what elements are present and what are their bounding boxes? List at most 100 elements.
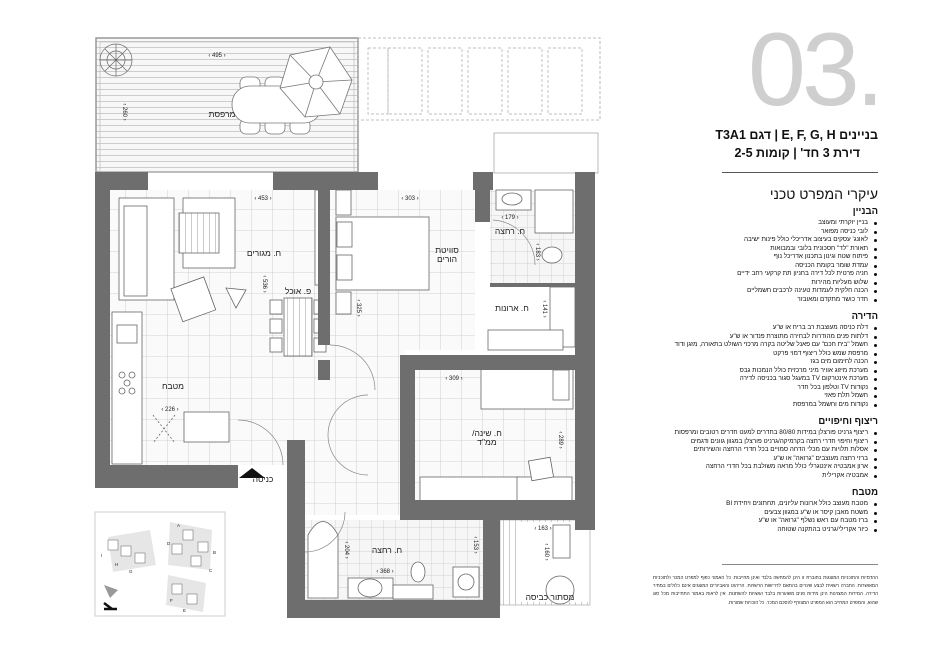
spec-item: פיתוח שטח וגינון בתכנון אדריכל נוף (628, 253, 877, 262)
spec-item: ברז מטבח עם ראש נשלף "גרואה" או ש"ע (628, 517, 877, 526)
spec-item: נקודות TV וטלפון בכל חדר (628, 384, 877, 393)
room-label-bedroom-1: ח. שינה/ (472, 428, 502, 438)
keymap-label: E (183, 608, 186, 613)
spec-item: משטח מאבן קיסר או ש"ע במגוון צבעים (628, 509, 877, 518)
spec-section-heading: הבניין (852, 206, 878, 217)
dim-master-bath-height: ‹ 183 › (534, 243, 540, 260)
dim-master-width: ‹ 303 › (401, 196, 418, 202)
spec-item: לאונג' עסקים בעיצוב אדריכלי כולל פינות י… (628, 236, 877, 245)
sofa (118, 197, 247, 323)
dim-living-width: ‹ 453 › (254, 196, 271, 202)
spec-item: חשמל "בית חכם" עם פאנל שליטה בקרה מרכזי … (628, 341, 877, 350)
floors-subtitle: דירת 3 חד' | קומות 2-5 (734, 146, 860, 160)
door-swings (237, 219, 536, 553)
room-label-master-bath: ח. רחצה (495, 226, 525, 236)
dim-master-bath-width: ‹ 179 › (501, 215, 518, 221)
spec-section-heading: הדירה (851, 311, 878, 322)
divider (722, 172, 878, 173)
keymap-label: D (167, 541, 171, 546)
walls (95, 172, 595, 618)
divider (722, 564, 878, 565)
spec-item: חדר כושר מתקדם ומאובזר (628, 296, 877, 305)
dim-bath-width: ‹ 368 › (376, 569, 393, 575)
spec-item: לובי כניסה מפואר (628, 228, 877, 237)
dim-laundry-width: ‹ 163 › (534, 526, 551, 532)
room-label-bath: ח. רחצה (372, 545, 402, 555)
spec-item: נקודות מים וחשמל במרפסת (628, 401, 877, 410)
dim-bath-height-2: ‹ 153 › (472, 536, 478, 553)
north-arrow-icon (104, 585, 118, 598)
spec-item: ריצוף גרניט פורצלן במידות 80/80 בחדרים ל… (628, 429, 877, 438)
dim-laundry-height: ‹ 160 › (543, 543, 549, 560)
spec-item: אמבטיה אקרילית (628, 472, 877, 481)
single-bed (480, 366, 574, 410)
wardrobe (419, 286, 576, 502)
room-label-master-2: הורים (437, 254, 457, 264)
keymap-label: I (101, 553, 102, 558)
kitchen-counter (111, 311, 230, 465)
model-subtitle: בניינים E, F, G, H | דגם T3A1 (715, 128, 878, 142)
spec-item: עמדת שומר בקומת הכניסה (628, 262, 877, 271)
spec-item: ריצוף וחיפוי חדרי רחצה בקרמיקה/גרניט פור… (628, 438, 877, 447)
keymap-label: A (177, 523, 180, 528)
apartment-number: 03. (748, 12, 885, 128)
bath-fixtures (307, 521, 575, 605)
room-label-kitchen: מטבח (162, 381, 184, 391)
room-label-laundry: מסתור כביסה (526, 592, 575, 602)
dim-bath-height: ‹ 204 › (343, 541, 349, 558)
spec-item: הכנה חלקית לעמדות טעינה לרכבים חשמליים (628, 287, 877, 296)
key-map: A B C D E F G H I (94, 511, 226, 617)
umbrella-icon (279, 46, 353, 118)
spec-item: חשמל תלת פאזי (628, 392, 877, 401)
keymap-label: F (170, 598, 173, 603)
keymap-label: C (209, 568, 213, 573)
keymap-label: B (213, 550, 216, 555)
spec-item: דלת כניסה מעוצבת רב בריח או ש"ע (628, 324, 877, 333)
dim-kitchen-width: ‹ 226 › (161, 407, 178, 413)
spec-section-heading: מטבח (851, 487, 878, 498)
spec-item: אסלות תלויות עם מכלי הדחה סמויים בכל חדר… (628, 446, 877, 455)
keymap-label: G (129, 569, 133, 574)
spec-section-heading: ריצוף וחיפויים (818, 416, 878, 427)
room-label-balcony: מרפסת (209, 109, 236, 119)
spec-item: ארון אמבטיה אינטגרלי כולל מראה משולבת בכ… (628, 463, 877, 472)
spec-section: ריצוף וחיפויים ריצוף גרניט פורצלן במידות … (628, 416, 878, 480)
spec-item: חניה פרטית לכל דירה בחניון תת קרקעי רחב … (628, 270, 877, 279)
dim-balcony-height: ‹ 260 › (121, 103, 127, 120)
room-label-living: ח. מגורים (247, 248, 281, 258)
spec-item: דלתות פנים מהודרות לבחירה מתוצרת פנדור א… (628, 333, 877, 342)
dim-closet-height: ‹ 141 › (541, 300, 547, 317)
dim-master-height: ‹ 325 › (355, 299, 361, 316)
double-bed (335, 189, 430, 315)
spec-item: מטבח מעוצב כולל ארונות עליונים, תחתונים … (628, 500, 877, 509)
spec-section: מטבח מטבח מעוצב כולל ארונות עליונים, תחתו… (628, 487, 878, 534)
disclaimer: ההדמיות והתוכניות המוצגות בחוברת זו הינן… (653, 575, 878, 605)
room-label-entrance: כניסה (253, 474, 274, 484)
dining-table (269, 297, 327, 357)
room-label-dining: פ. אוכל (285, 286, 311, 296)
compass-icon (103, 602, 117, 611)
room-label-bedroom-2: ממ"ד (477, 437, 497, 447)
spec-item: כיור אקרילי/גרניט בהתקנה שטוחה (628, 526, 877, 535)
entrance-arrow-icon (239, 468, 265, 478)
spec-item: ברזי רחצה מעוצבים "גרואה" או ש"ע (628, 455, 877, 464)
spec-item: הכנה לחימום מים בגז (628, 358, 877, 367)
spec-item: מערכת אינטרקום TV במעגל סגור בכניסה לדיר… (628, 375, 877, 384)
spec-item: מערכת מיזוג אוויר מיני מרכזית כולל הנמכו… (628, 367, 877, 376)
keymap-label: H (115, 562, 118, 567)
room-label-closet: ח. ארונות (495, 303, 529, 313)
balcony (95, 37, 601, 174)
tree-icon (99, 43, 133, 77)
spec-item: בניין יוקרתי ומעוצב (628, 219, 877, 228)
spec-item: מרפסת שמש כולל ריצוף דמוי פרקט (628, 350, 877, 359)
dim-bedroom-height: ‹ 289 › (557, 431, 563, 448)
spec-item: שלוש מעליות מהירות (628, 279, 877, 288)
dim-balcony-width: ‹ 495 › (208, 53, 225, 59)
spec-item: תאורת "לד" חסכונית בלובי ובמבואות (628, 245, 877, 254)
master-bath-fixtures (495, 189, 574, 264)
specs-title: עיקרי המפרט טכני (769, 186, 878, 202)
